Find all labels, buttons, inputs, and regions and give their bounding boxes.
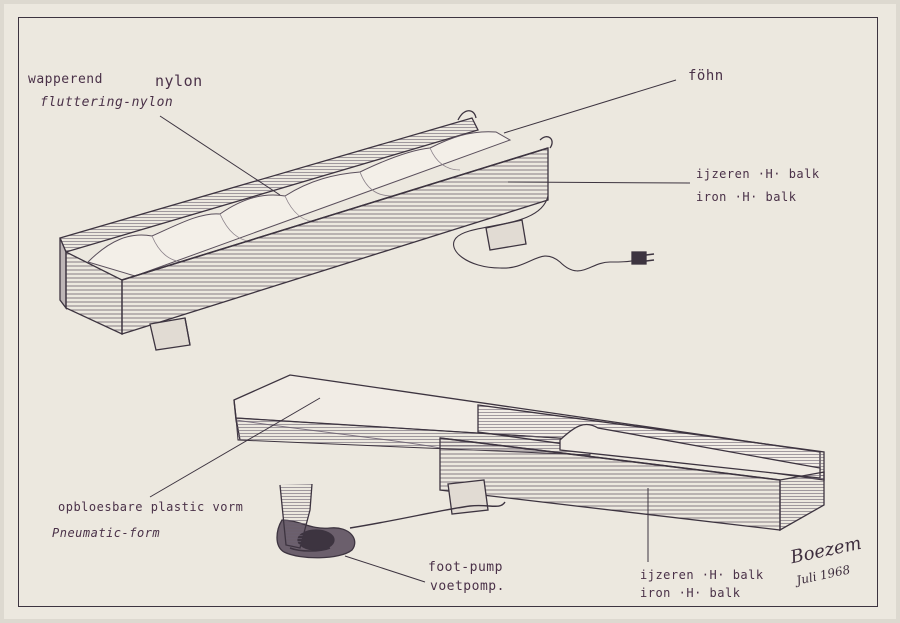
label-opbloesbare-plastic-vorm: opbloesbare plastic vorm [58,500,244,514]
label-foot-pump: foot-pump [428,560,503,575]
label-fluttering-nylon: fluttering-nylon [40,95,174,110]
bottom-h-beam-with-form [233,374,825,559]
label-pneumatic-form: Pneumatic-form [52,526,161,540]
label-bottom-ijzeren-h-balk: ijzeren ·H· balk [640,568,764,582]
leader-lines [149,79,691,583]
label-bottom-iron-h-balk: iron ·H· balk [640,586,741,600]
label-fohn: föhn [688,68,724,84]
label-top-iron-h-balk: iron ·H· balk [696,190,797,204]
label-voetpomp: voetpomp. [430,579,505,594]
label-top-ijzeren-h-balk: ijzeren ·H· balk [696,167,820,181]
top-h-beam [59,110,655,351]
label-nylon: nylon [155,72,203,90]
label-wapperend: wapperend [28,72,103,87]
drawing-frame [18,17,878,607]
